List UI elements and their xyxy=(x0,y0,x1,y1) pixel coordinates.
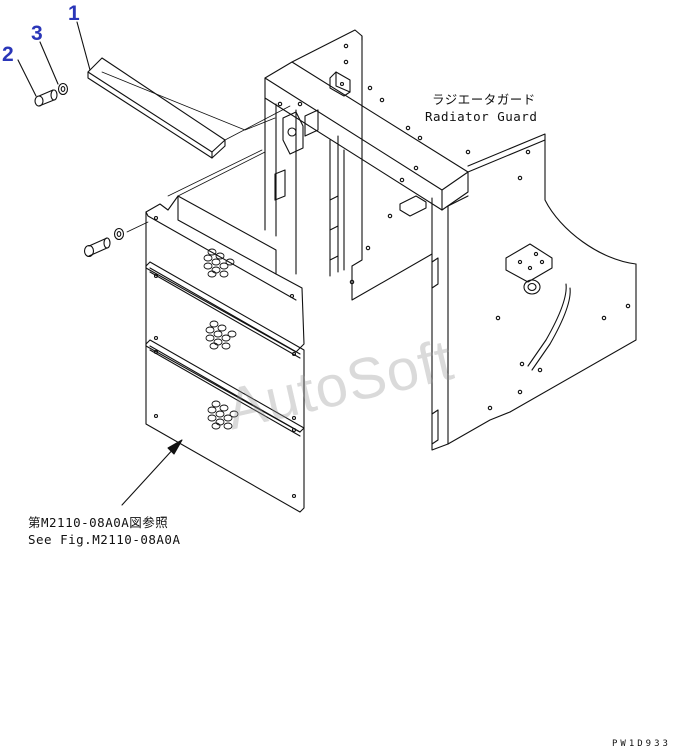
assembly-line xyxy=(126,221,149,233)
assembly-line xyxy=(101,71,276,131)
cover-strip-part-1 xyxy=(87,57,226,159)
reference-arrow xyxy=(121,439,183,506)
front-cover-panel-lower xyxy=(145,339,305,513)
vent-holes-upper xyxy=(203,248,235,278)
vent-holes-middle xyxy=(205,320,237,350)
assembly-line xyxy=(224,105,291,141)
leader-3 xyxy=(39,41,59,85)
radiator-guard-label-jp: ラジエータガード xyxy=(432,92,536,107)
leader-1 xyxy=(76,21,91,71)
callout-2: 2 xyxy=(2,43,14,66)
assembly-line xyxy=(167,149,266,197)
radiator-guard-label-en: Radiator Guard xyxy=(425,109,538,124)
bolt-part-2 xyxy=(34,89,58,107)
vent-holes-lower xyxy=(207,400,239,430)
radiator-guard-frame xyxy=(264,29,637,451)
front-cover-panel-upper xyxy=(145,195,305,353)
reference-label-en: See Fig.M2110-08A0A xyxy=(28,532,181,547)
side-bolt xyxy=(83,227,125,258)
reference-label-jp: 第M2110-08A0A図参照 xyxy=(28,515,169,530)
leader-2 xyxy=(17,59,37,97)
callout-3: 3 xyxy=(31,22,43,45)
drawing-id: PW1D933 xyxy=(612,739,671,749)
washer-part-3 xyxy=(57,82,69,96)
callout-1: 1 xyxy=(68,2,80,25)
